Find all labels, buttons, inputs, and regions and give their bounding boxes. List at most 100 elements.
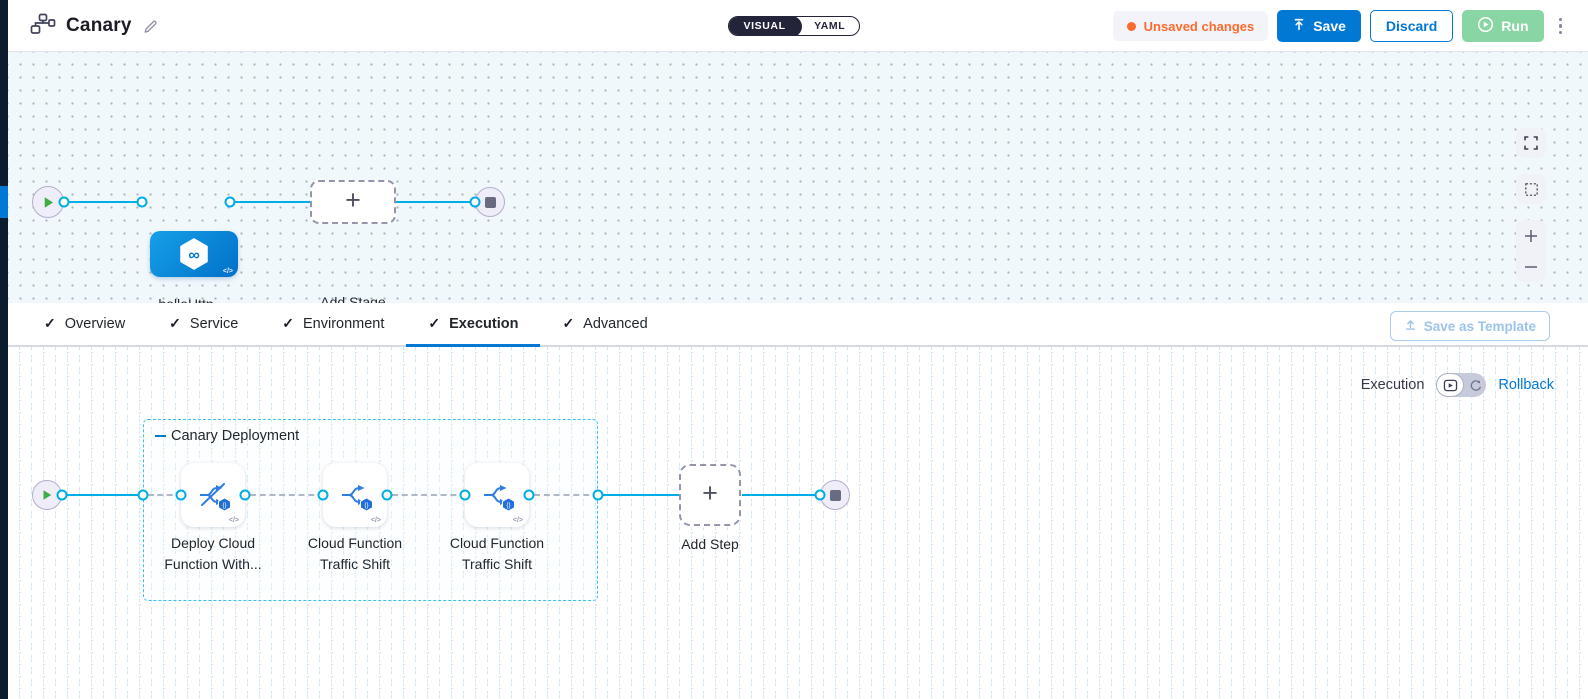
tab-execution[interactable]: ✓ Execution	[406, 303, 541, 347]
port	[814, 489, 826, 501]
wire-addstep-to-end	[742, 493, 822, 496]
wire-start-to-stage	[64, 200, 144, 203]
svg-text:{}: {}	[222, 502, 227, 509]
rollback-mode-segment	[1464, 379, 1486, 392]
fullscreen-button[interactable]	[1516, 128, 1546, 158]
check-icon: ✓	[169, 315, 181, 331]
save-button[interactable]: Save	[1277, 10, 1361, 42]
port	[592, 489, 604, 501]
code-badge-icon: </>	[370, 517, 381, 524]
traffic-shift-icon	[342, 485, 365, 505]
port	[175, 489, 187, 501]
fullscreen-icon	[1524, 136, 1538, 150]
port	[239, 489, 251, 501]
port	[469, 196, 481, 208]
execution-steps-icon	[1443, 379, 1458, 391]
pipeline-icon	[30, 13, 56, 40]
execution-mode-knob	[1436, 373, 1465, 397]
stage-canvas[interactable]: ∞ </> helloHttp + Add Stage	[8, 52, 1588, 303]
play-icon	[44, 196, 53, 208]
play-icon	[43, 490, 52, 500]
save-as-template-button[interactable]: Save as Template	[1389, 311, 1550, 341]
left-nav-rail-active-marker	[0, 186, 8, 218]
collapse-dash-icon[interactable]	[155, 434, 166, 438]
step-traffic-shift-1[interactable]: {} </>	[323, 463, 387, 527]
port	[381, 489, 393, 501]
execution-rollback-toggle[interactable]	[1436, 373, 1487, 397]
run-button[interactable]: Run	[1462, 10, 1544, 42]
check-icon: ✓	[44, 315, 56, 331]
serverless-hexagon-icon: ∞	[180, 238, 208, 270]
wire-group-to-addstep	[602, 493, 680, 496]
add-step-button[interactable]: +	[679, 464, 741, 526]
check-icon: ✓	[282, 315, 294, 331]
step-label: Cloud Function Traffic Shift	[449, 535, 545, 572]
discard-button[interactable]: Discard	[1369, 10, 1454, 42]
wire-addstage-to-end	[396, 200, 476, 203]
step-label: Deploy Cloud Function With...	[164, 535, 262, 572]
tab-label: Execution	[449, 315, 519, 332]
zoom-in-icon	[1525, 229, 1537, 242]
port	[56, 489, 68, 501]
zoom-out-button[interactable]	[1522, 258, 1540, 276]
port	[58, 196, 70, 208]
selection-marquee-icon	[1524, 182, 1538, 196]
step-deploy-cloud-function[interactable]: {} </>	[181, 463, 245, 527]
header: Canary VISUAL YAML Unsaved changes	[0, 0, 1588, 52]
tab-label: Service	[189, 315, 239, 332]
left-nav-rail[interactable]	[0, 0, 8, 699]
wire-stage-to-addstage	[230, 200, 312, 203]
add-stage-label: Add Stage	[320, 294, 386, 303]
port	[224, 196, 236, 208]
tab-label: Environment	[303, 315, 385, 332]
wire-dashed	[534, 494, 599, 496]
rollback-link[interactable]: Rollback	[1498, 377, 1554, 393]
toggle-visual[interactable]: VISUAL	[729, 17, 802, 35]
wire-dashed	[392, 494, 466, 496]
wire-dashed	[250, 494, 324, 496]
hexagon-badge-icon: {}	[217, 497, 232, 517]
unsaved-changes-badge: Unsaved changes	[1112, 11, 1269, 41]
code-badge-icon: </>	[228, 517, 239, 524]
zoom-out-icon	[1525, 265, 1537, 268]
tab-service[interactable]: ✓ Service	[147, 303, 260, 347]
svg-text:{}: {}	[364, 502, 369, 509]
fit-to-screen-button[interactable]	[1516, 174, 1546, 204]
check-icon: ✓	[428, 315, 441, 331]
tab-environment[interactable]: ✓ Environment	[260, 303, 406, 347]
toggle-yaml[interactable]: YAML	[814, 20, 846, 32]
more-options-kebab-icon[interactable]	[1553, 14, 1569, 39]
port	[459, 489, 471, 501]
hexagon-badge-icon: {}	[359, 497, 374, 517]
zoom-in-button[interactable]	[1522, 227, 1540, 245]
edit-title-pencil-icon[interactable]	[142, 18, 159, 35]
stage-config-tabs: ✓ Overview ✓ Service ✓ Environment ✓ Exe…	[8, 303, 1588, 347]
unsaved-dot-icon	[1126, 21, 1136, 31]
step-traffic-shift-2[interactable]: {} </>	[465, 463, 529, 527]
execution-mode-row: Execution Rollback	[1361, 373, 1554, 397]
tab-overview[interactable]: ✓ Overview	[22, 303, 147, 347]
plus-icon: +	[702, 478, 718, 508]
stage-label: helloHttp	[158, 296, 213, 303]
run-play-icon	[1477, 16, 1494, 36]
stop-icon	[484, 196, 496, 208]
rollback-icon	[1470, 379, 1481, 391]
step-label: Cloud Function Traffic Shift	[307, 535, 403, 572]
port	[317, 489, 329, 501]
execution-end-node[interactable]	[820, 480, 850, 510]
wire-start-to-group	[62, 493, 144, 496]
port	[136, 196, 148, 208]
code-badge-icon: </>	[222, 268, 233, 275]
code-badge-icon: </>	[512, 517, 523, 524]
visual-yaml-toggle: VISUAL YAML	[728, 16, 861, 36]
execution-canvas[interactable]: Execution Rollback	[8, 347, 1588, 699]
svg-text:{}: {}	[506, 502, 511, 509]
stage-node-hellohttp[interactable]: ∞ </>	[150, 231, 238, 277]
tab-label: Advanced	[583, 315, 648, 332]
template-upload-icon	[1404, 318, 1417, 335]
page-title: Canary	[66, 15, 132, 36]
plus-icon: +	[345, 185, 361, 215]
add-stage-button[interactable]: +	[310, 180, 396, 224]
group-title: Canary Deployment	[155, 428, 299, 444]
tab-advanced[interactable]: ✓ Advanced	[540, 303, 669, 347]
